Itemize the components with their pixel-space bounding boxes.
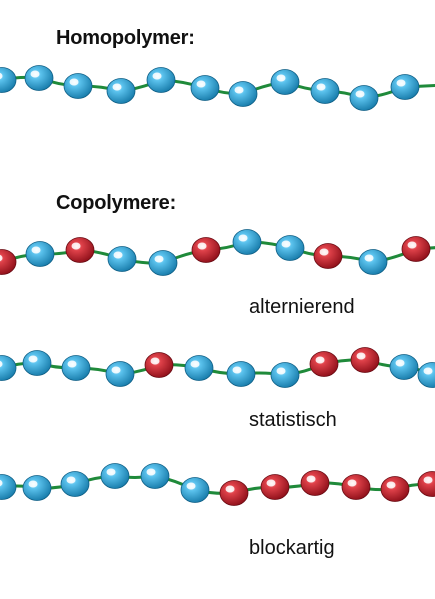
monomer-a-bead [349,85,379,111]
monomer-a-bead [390,74,420,100]
monomer-b-bead [309,351,339,377]
monomer-a-bead [232,229,262,255]
homopolymer-chain [0,65,435,111]
monomer-b-bead [341,474,371,500]
monomer-a-bead [140,463,170,489]
homopolymer-heading: Homopolymer: [56,27,195,49]
monomer-b-bead [417,471,435,497]
monomer-a-bead [146,67,176,93]
monomer-b-bead [350,347,380,373]
block-copolymer-chain [0,463,435,506]
monomer-a-bead [0,474,17,500]
monomer-b-bead [191,237,221,263]
monomer-a-bead [417,362,435,388]
monomer-b-bead [0,249,17,275]
monomer-a-bead [228,81,258,107]
monomer-a-bead [100,463,130,489]
monomer-a-bead [22,350,52,376]
monomer-a-bead [0,67,17,93]
monomer-b-bead [380,476,410,502]
monomer-a-bead [24,65,54,91]
monomer-a-bead [180,477,210,503]
monomer-a-bead [275,235,305,261]
monomer-b-bead [401,236,431,262]
monomer-b-bead [65,237,95,263]
monomer-a-bead [105,361,135,387]
monomer-a-bead [190,75,220,101]
monomer-a-bead [310,78,340,104]
copolymers-heading: Copolymere: [56,192,177,214]
monomer-a-bead [226,361,256,387]
monomer-a-bead [63,73,93,99]
block-label: blockartig [249,537,335,559]
monomer-a-bead [106,78,136,104]
monomer-a-bead [184,355,214,381]
statistical-copolymer-chain [0,347,435,388]
monomer-a-bead [270,362,300,388]
monomer-a-bead [107,246,137,272]
alternating-copolymer-chain [0,229,435,276]
monomer-a-bead [60,471,90,497]
monomer-b-bead [300,470,330,496]
monomer-a-bead [22,475,52,501]
monomer-a-bead [389,354,419,380]
monomer-b-bead [260,474,290,500]
monomer-a-bead [148,250,178,276]
monomer-a-bead [270,69,300,95]
statistical-label: statistisch [249,409,337,431]
alternating-label: alternierend [249,296,355,318]
monomer-b-bead [144,352,174,378]
monomer-b-bead [313,243,343,269]
monomer-a-bead [25,241,55,267]
monomer-a-bead [358,249,388,275]
monomer-a-bead [61,355,91,381]
monomer-b-bead [219,480,249,506]
monomer-a-bead [0,355,17,381]
